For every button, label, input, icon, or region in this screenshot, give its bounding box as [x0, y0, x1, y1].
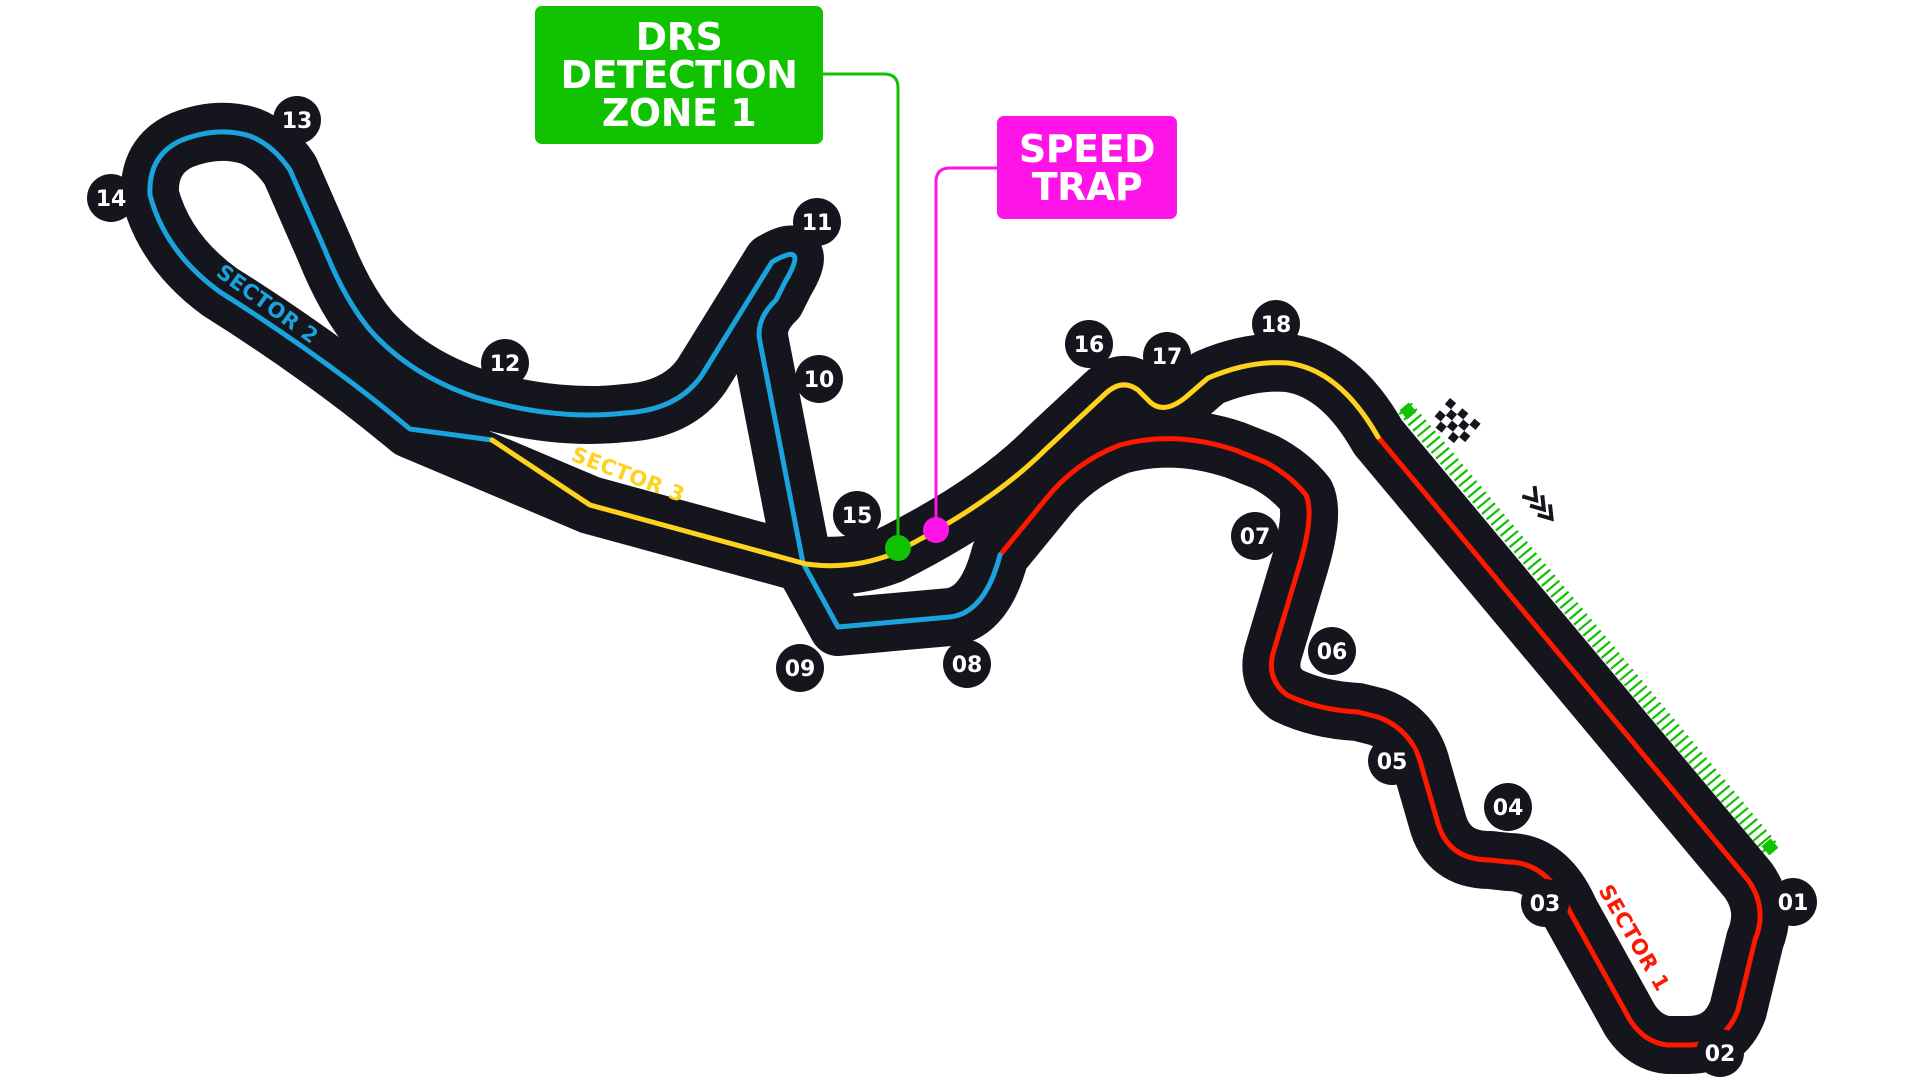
turn-badge-04: 04 — [1484, 783, 1532, 831]
turn-badge-05: 05 — [1368, 737, 1416, 785]
svg-text:08: 08 — [952, 653, 983, 678]
turn-badge-01: 01 — [1769, 878, 1817, 926]
speed-trap-point — [923, 517, 949, 543]
svg-text:15: 15 — [842, 504, 873, 529]
svg-text:11: 11 — [802, 211, 833, 236]
svg-text:17: 17 — [1152, 345, 1183, 370]
drs-callout-line1: DRS — [635, 15, 723, 59]
svg-text:14: 14 — [96, 187, 127, 212]
track-outline — [120, 102, 1790, 1074]
direction-chevrons-icon — [1521, 485, 1554, 522]
drs-callout-line2: DETECTION — [560, 53, 798, 97]
svg-text:16: 16 — [1074, 333, 1105, 358]
drs-callout-line3: ZONE 1 — [601, 91, 757, 135]
turn-badge-03: 03 — [1521, 879, 1569, 927]
chequered-flag-icon — [1434, 398, 1481, 444]
turn-badge-09: 09 — [776, 644, 824, 692]
svg-text:07: 07 — [1240, 525, 1271, 550]
svg-text:12: 12 — [490, 352, 521, 377]
turn-badge-12: 12 — [481, 339, 529, 387]
drs-detection-point — [885, 535, 911, 561]
svg-text:13: 13 — [282, 109, 313, 134]
sector-1-line — [997, 434, 1763, 1048]
speed-callout-line1: SPEED — [1018, 126, 1156, 171]
turn-badge-08: 08 — [943, 640, 991, 688]
drs-zone-marker — [1398, 402, 1779, 856]
speed-callout-line2: TRAP — [1031, 164, 1143, 209]
turn-badge-18: 18 — [1252, 300, 1300, 348]
drs-detection-callout: DRS DETECTION ZONE 1 — [535, 6, 823, 144]
svg-text:01: 01 — [1778, 891, 1809, 916]
turn-badge-06: 06 — [1308, 627, 1356, 675]
svg-text:18: 18 — [1261, 313, 1292, 338]
turn-badge-16: 16 — [1065, 320, 1113, 368]
turn-badges: 01 02 03 04 05 06 07 08 09 10 11 12 13 1… — [87, 96, 1817, 1077]
turn-badge-11: 11 — [793, 198, 841, 246]
svg-text:04: 04 — [1493, 796, 1524, 821]
turn-badge-13: 13 — [273, 96, 321, 144]
drs-leader-path — [823, 72, 900, 548]
sector-2-line — [147, 129, 1003, 630]
svg-text:09: 09 — [785, 657, 816, 682]
speed-trap-callout: SPEED TRAP — [997, 116, 1177, 219]
svg-text:02: 02 — [1705, 1042, 1736, 1067]
turn-badge-02: 02 — [1696, 1029, 1744, 1077]
turn-badge-07: 07 — [1231, 512, 1279, 560]
svg-text:10: 10 — [804, 368, 835, 393]
svg-text:06: 06 — [1317, 640, 1348, 665]
turn-badge-17: 17 — [1143, 332, 1191, 380]
svg-text:05: 05 — [1377, 750, 1408, 775]
turn-badge-15: 15 — [833, 491, 881, 539]
svg-text:03: 03 — [1530, 892, 1561, 917]
turn-badge-14: 14 — [87, 174, 135, 222]
speed-leader-path — [934, 166, 997, 530]
turn-badge-10: 10 — [795, 355, 843, 403]
